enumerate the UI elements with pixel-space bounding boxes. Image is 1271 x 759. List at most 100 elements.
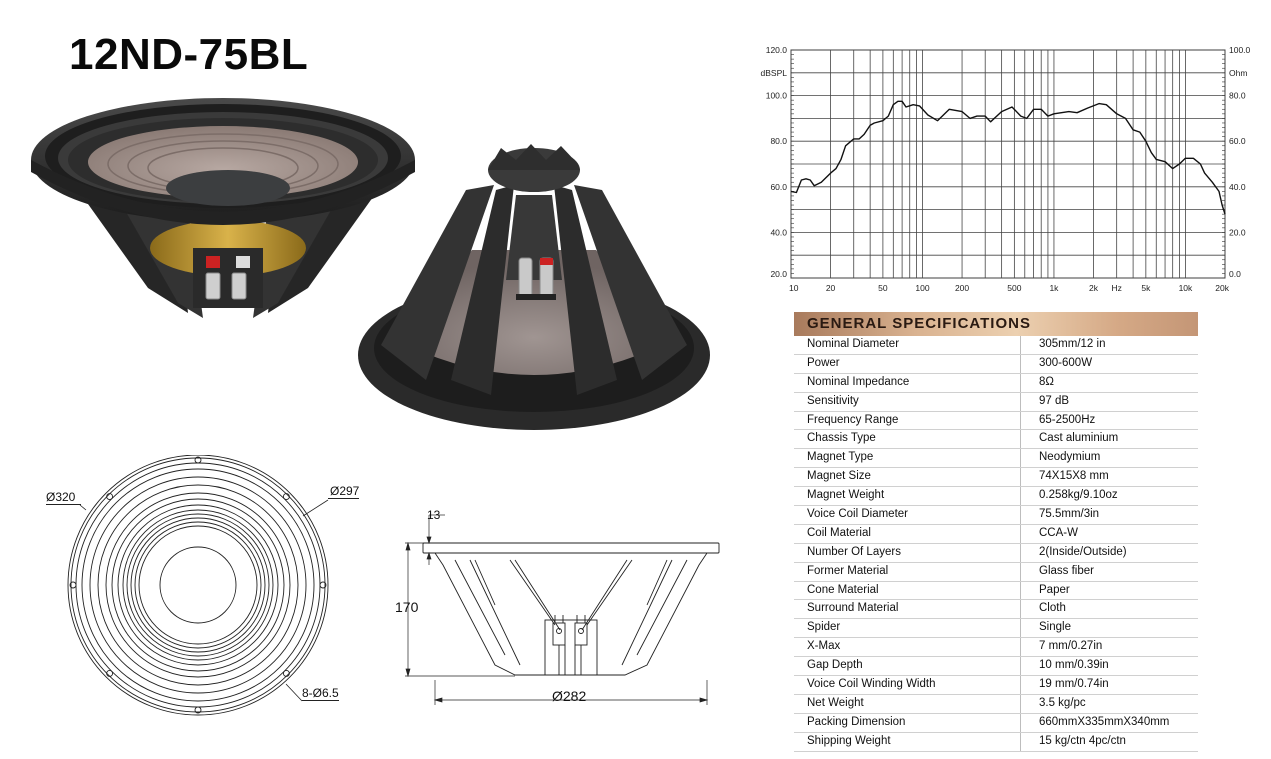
product-title: 12ND-75BL [69, 30, 309, 79]
x-tick-label: 1k [1049, 283, 1059, 293]
spec-row: Number Of Layers 2(Inside/Outside) [794, 543, 1198, 563]
x-tick-label: 200 [955, 283, 969, 293]
dim-outer-diameter: Ø320 [46, 490, 82, 505]
x-tick-label: 2k [1089, 283, 1099, 293]
mounting-hole [282, 669, 290, 677]
spec-value: 3.5 kg/pc [1039, 696, 1086, 709]
spec-value: Neodymium [1039, 451, 1101, 464]
x-tick-label: 50 [878, 283, 888, 293]
y-axis-label: dBSPL [761, 68, 788, 78]
spec-row: Gap Depth 10 mm/0.39in [794, 657, 1198, 677]
dim-depth: 170 [395, 599, 419, 615]
frequency-response-chart: 20.040.060.080.0100.0120.00.020.040.060.… [761, 45, 1251, 293]
y2-tick-label: 80.0 [1229, 91, 1246, 101]
dim-mounting-holes: 8-Ø6.5 [302, 686, 339, 701]
y-tick-label: 20.0 [770, 269, 787, 279]
x-tick-label: 100 [915, 283, 929, 293]
spec-value: 0.258kg/9.10oz [1039, 489, 1118, 502]
spec-row: Magnet Type Neodymium [794, 449, 1198, 469]
y2-axis-label: Ohm [1229, 68, 1247, 78]
spec-label: Magnet Size [794, 468, 1021, 487]
y2-tick-label: 0.0 [1229, 269, 1241, 279]
spec-row: Nominal Impedance 8Ω [794, 373, 1198, 393]
spec-value: Cast aluminium [1039, 432, 1119, 445]
y2-tick-label: 100.0 [1229, 45, 1251, 55]
spec-value: 19 mm/0.74in [1039, 678, 1109, 691]
spec-value: Glass fiber [1039, 564, 1094, 577]
x-tick-label: 10k [1179, 283, 1193, 293]
spec-value: 10 mm/0.39in [1039, 659, 1109, 672]
spec-label: Net Weight [794, 694, 1021, 713]
x-tick-label: 5k [1141, 283, 1151, 293]
spec-label: Magnet Type [794, 449, 1021, 468]
spec-label: Nominal Impedance [794, 373, 1021, 392]
spec-label: Coil Material [794, 524, 1021, 543]
spec-label: Number Of Layers [794, 543, 1021, 562]
side-view-drawing [405, 514, 720, 705]
spl-curve [790, 100, 1226, 215]
spec-label: Gap Depth [794, 657, 1021, 676]
y-tick-label: 40.0 [770, 227, 787, 237]
spec-value: 65-2500Hz [1039, 413, 1096, 426]
spec-value: Single [1039, 621, 1071, 634]
mounting-hole [194, 706, 202, 714]
spec-label: Cone Material [794, 581, 1021, 600]
dim-basket-diameter: Ø282 [552, 688, 587, 704]
front-view-drawing [67, 455, 329, 716]
mounting-hole [282, 493, 290, 501]
x-axis-label: Hz [1112, 283, 1122, 293]
spec-label: Sensitivity [794, 392, 1021, 411]
speaker-front-photo [31, 98, 415, 318]
spec-label: Shipping Weight [794, 732, 1021, 751]
mounting-hole [106, 669, 114, 677]
y2-tick-label: 60.0 [1229, 136, 1246, 146]
spec-label: Spider [794, 619, 1021, 638]
x-tick-label: 500 [1007, 283, 1021, 293]
leader-lines [79, 499, 329, 702]
spec-value: 8Ω [1039, 375, 1054, 388]
mounting-hole [319, 581, 327, 589]
spec-row: Cone Material Paper [794, 581, 1198, 601]
spec-value: 15 kg/ctn 4pc/ctn [1039, 734, 1126, 747]
spec-label: Power [794, 354, 1021, 373]
spec-row: Net Weight 3.5 kg/pc [794, 694, 1198, 714]
spec-value: Paper [1039, 583, 1070, 596]
y-tick-label: 80.0 [770, 136, 787, 146]
spec-value: 660mmX335mmX340mm [1039, 715, 1170, 728]
spec-row: Surround Material Cloth [794, 600, 1198, 620]
x-tick-label: 20 [826, 283, 836, 293]
mounting-hole [194, 456, 202, 464]
spec-label: Surround Material [794, 600, 1021, 619]
spec-value: 2(Inside/Outside) [1039, 545, 1127, 558]
x-tick-label: 10 [789, 283, 799, 293]
spec-value: Cloth [1039, 602, 1066, 615]
spec-row: Packing Dimension 660mmX335mmX340mm [794, 713, 1198, 733]
spec-value: 7 mm/0.27in [1039, 640, 1103, 653]
spec-label: Voice Coil Diameter [794, 506, 1021, 524]
y-tick-label: 100.0 [766, 91, 788, 101]
spec-row: Coil Material CCA-W [794, 524, 1198, 544]
spec-row: Sensitivity 97 dB [794, 392, 1198, 412]
spec-table-heading: GENERAL SPECIFICATIONS [794, 312, 1198, 336]
speaker-rear-photo [358, 144, 710, 430]
y2-tick-label: 20.0 [1229, 227, 1246, 237]
y-tick-label: 60.0 [770, 182, 787, 192]
spec-row: Shipping Weight 15 kg/ctn 4pc/ctn [794, 732, 1198, 752]
spec-value: 97 dB [1039, 394, 1070, 407]
dim-flange-thickness: 13 [427, 508, 441, 522]
mounting-hole [69, 581, 77, 589]
mounting-hole [106, 493, 114, 501]
spec-label: Voice Coil Winding Width [794, 676, 1021, 694]
x-tick-label: 20k [1215, 283, 1229, 293]
spec-label: Packing Dimension [794, 713, 1021, 732]
spec-value: CCA-W [1039, 526, 1078, 539]
